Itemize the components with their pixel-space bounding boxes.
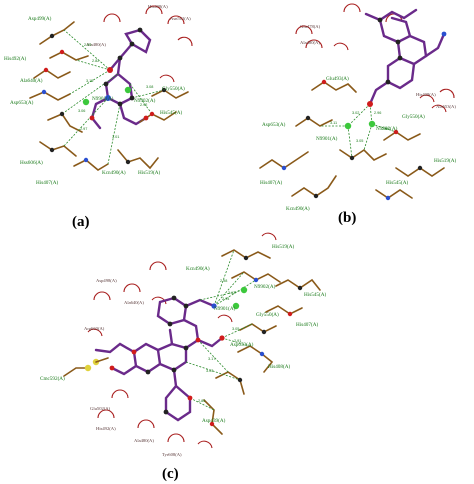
distance-label: 3.06 [78,109,85,113]
distance-label: 3.05 [232,327,239,331]
residue-label: N9901(A) [316,135,338,142]
distance-label: 2.97 [80,127,87,131]
panel-a: Asp499(A) His498(A) Asn502(A) His492(A) … [4,4,193,230]
panel-label-b: (b) [338,210,356,226]
residue-label: Asn502(A) [170,16,191,21]
residue-label: Ala480(A) [134,438,154,443]
panel-b: Glu478(A) Ala480(A) His408(A) Ala653(A) … [259,3,456,226]
distance-label: 2.92 [140,103,147,107]
residue-label: N9902(A) [376,125,398,132]
distance-label: 3.17 [208,357,215,361]
residues-c [203,249,321,435]
distance-label: 3.01 [112,135,119,139]
residue-label: N9902(A) [134,97,156,104]
residue-label: Kcn490(A) [186,265,210,272]
panel-label-c: (c) [162,466,179,482]
panel-label-a: (a) [72,214,90,230]
residue-label: His519(A) [272,243,294,250]
residue-label: Ala640(A) [20,77,43,84]
distance-labels-c: 2.98 3.12 3.05 2.91 3.17 2.86 3.03 2.94 [198,279,241,403]
distance-label: 3.15 [86,79,93,83]
residue-label: His498(A) [148,4,168,9]
residue-label: Ala480(A) [300,40,320,45]
cys-bridge-c [63,357,109,377]
distance-labels-b: 3.02 2.96 3.11 2.88 3.05 [330,111,389,143]
distance-label: 3.11 [330,121,337,125]
residue-labels-c: His519(A) Kcn490(A) N9902(A) His545(A) N… [40,243,326,457]
residue-label: His408(A) [416,92,436,97]
distance-labels-a: 2.82 3.15 3.06 3.01 2.92 3.08 2.97 2.89 [78,43,153,139]
atoms-c [109,255,303,427]
residue-label: His545(A) [386,179,408,186]
atoms-b [281,17,447,201]
residue-label: Arg660(A) [84,326,105,331]
atoms-a [41,27,167,165]
residue-label: Asp653(A) [230,341,254,348]
residue-label: Ala640(A) [124,300,144,305]
residue-labels-b: Glu478(A) Ala480(A) His408(A) Ala653(A) … [260,24,456,212]
residue-label: His408(A) [268,363,290,370]
hydrophobic-arcs-b [295,3,455,113]
residue-label: His492(A) [4,55,26,62]
residue-label: His545(A) [304,291,326,298]
residue-label: Gly550(A) [162,85,185,92]
residue-label: Kcn490(A) [286,205,310,212]
residue-label: N9901(A) [92,95,114,102]
residue-label: Tyr608(A) [162,452,182,457]
residue-label: Kcn490(A) [102,169,126,176]
distance-label: 2.89 [84,43,91,47]
ligand-c [94,296,224,422]
residue-label: His519(A) [434,157,456,164]
residue-label: His407(A) [296,321,318,328]
hydrophobic-arcs-c [87,232,277,449]
residue-label: Hss606(A) [20,159,43,166]
residue-label: Asp499(A) [28,15,52,22]
distance-label: 2.98 [220,279,227,283]
ligand-b [364,8,446,106]
hydrophobic-arcs-a [103,5,193,83]
residue-labels-a: Asp499(A) His498(A) Asn502(A) His492(A) … [4,4,191,186]
distance-label: 3.02 [352,111,359,115]
residue-label: His519(A) [138,169,160,176]
distance-label: 2.86 [198,399,205,403]
hbonds-c [185,249,257,411]
distance-label: 3.05 [356,139,363,143]
residue-label: Asp653(A) [10,99,34,106]
distance-label: 2.94 [222,297,229,301]
distance-label: 3.03 [206,369,213,373]
residue-label: N9901(A) [214,305,236,312]
distance-label: 2.91 [234,339,241,343]
distance-label: 3.08 [146,85,153,89]
residue-label: Gly550(A) [256,311,279,318]
residue-label: Asp439(A) [202,417,226,424]
residue-label: His407(A) [36,179,58,186]
residue-label: His407(A) [260,179,282,186]
residue-label: Asp653(A) [262,121,286,128]
residue-label: Glu493(A) [326,75,349,82]
panel-c: His519(A) Kcn490(A) N9902(A) His545(A) N… [40,232,326,482]
residues-b [259,81,445,199]
residue-label: Ala480(A) [86,42,106,47]
residue-label: Cmc592(A) [40,375,65,382]
residue-label: N9902(A) [254,283,276,290]
distance-label: 3.12 [228,291,235,295]
residue-label: Gly550(A) [402,113,425,120]
residue-label: Glu502(A) [90,406,111,411]
distance-label: 2.96 [374,111,381,115]
residue-label: Asp498(A) [96,278,117,283]
residue-label: His492(A) [96,426,116,431]
hbonds-b [320,103,397,159]
distance-label: 2.88 [382,127,389,131]
residue-label: His545(A) [160,109,182,116]
residues-a [29,21,189,171]
hbonds-a [61,29,165,165]
residue-label: Glu478(A) [300,24,321,29]
residue-label: Ala653(A) [436,104,456,109]
distance-label: 2.82 [92,59,99,63]
